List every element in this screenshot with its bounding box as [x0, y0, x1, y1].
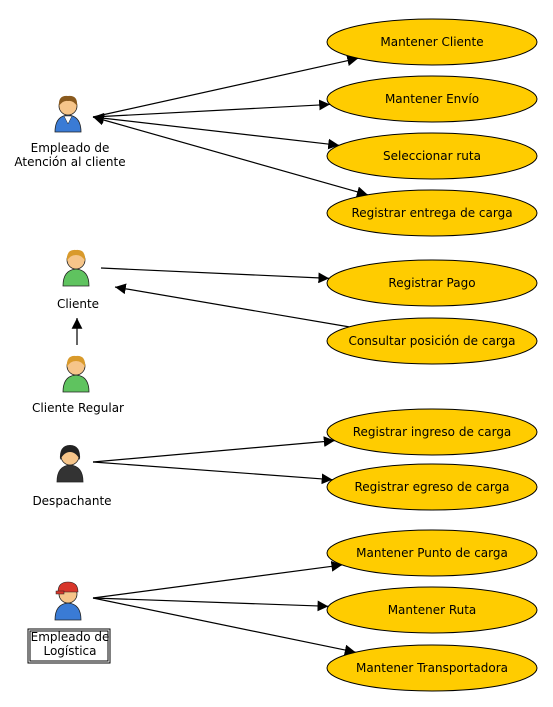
- association-empleado-atencion-uc2: [92, 99, 330, 118]
- association-uc6-cliente: [114, 283, 350, 328]
- use-case-mantener-punto-de-carga: Mantener Punto de carga: [326, 529, 538, 577]
- use-case-label: Registrar ingreso de carga: [353, 425, 512, 439]
- use-case-label: Mantener Punto de carga: [356, 546, 508, 560]
- use-case-label: Registrar egreso de carga: [354, 480, 509, 494]
- actor-label: Cliente: [57, 297, 99, 311]
- use-case-ellipse: [326, 75, 538, 123]
- actor-label: Cliente Regular: [32, 401, 124, 415]
- actor-despachante: Despachante: [32, 445, 112, 508]
- actor-label-box: [27, 628, 111, 664]
- person-redcap-icon: [54, 581, 82, 621]
- use-case-mantener-envio: Mantener Envío: [326, 75, 538, 123]
- actor-label: Empleado de: [31, 141, 110, 155]
- use-case-ellipse: [326, 586, 538, 634]
- use-case-ellipse: [326, 132, 538, 180]
- use-case-label: Mantener Transportadora: [356, 661, 508, 675]
- person-dark-icon: [56, 445, 84, 483]
- use-case-label: Mantener Cliente: [380, 35, 483, 49]
- association-despachante-uc8: [92, 461, 333, 485]
- actor-label: Empleado de: [31, 630, 110, 644]
- person-blue-icon: [54, 95, 82, 133]
- association-empleado-atencion-uc4: [92, 114, 368, 198]
- use-case-ellipse: [326, 644, 538, 692]
- use-case-mantener-ruta: Mantener Ruta: [326, 586, 538, 634]
- use-case-mantener-transportadora: Mantener Transportadora: [326, 644, 538, 692]
- use-case-ellipse: [326, 529, 538, 577]
- use-case-mantener-cliente: Mantener Cliente: [326, 18, 538, 66]
- actor-label: Despachante: [32, 494, 111, 508]
- use-case-ellipse: [326, 18, 538, 66]
- use-case-label: Seleccionar ruta: [383, 149, 481, 163]
- person-green-icon: [62, 355, 90, 393]
- use-case-registrar-ingreso-de-carga: Registrar ingreso de carga: [326, 408, 538, 456]
- actor-label: Logística: [43, 644, 96, 658]
- association-empleado-logistica-uc9: [92, 560, 343, 599]
- use-case-label: Mantener Envío: [385, 92, 479, 106]
- association-cliente-uc5: [100, 267, 330, 284]
- use-case-registrar-entrega-de-carga: Registrar entrega de carga: [326, 189, 538, 237]
- use-case-consultar-posicion-de-carga: Consultar posición de carga: [326, 317, 538, 365]
- use-case-label: Registrar entrega de carga: [351, 206, 512, 220]
- association-empleado-atencion-uc1: [92, 55, 359, 118]
- actor-cliente: Cliente: [57, 249, 99, 311]
- use-case-ellipse: [326, 408, 538, 456]
- actor-label-box-inner: [29, 630, 109, 662]
- association-empleado-logistica-uc10: [92, 597, 329, 612]
- associations-layer: [71, 55, 368, 656]
- use-case-ellipse: [326, 259, 538, 307]
- use-case-label: Mantener Ruta: [388, 603, 477, 617]
- association-despachante-uc7: [92, 436, 335, 463]
- association-empleado-atencion-uc3: [92, 112, 340, 150]
- use-case-ellipse: [326, 189, 538, 237]
- use-case-registrar-egreso-de-carga: Registrar egreso de carga: [326, 463, 538, 511]
- use-case-label: Registrar Pago: [388, 276, 475, 290]
- use-case-ellipse: [326, 463, 538, 511]
- association-empleado-logistica-uc11: [92, 597, 356, 656]
- use-case-ellipse: [326, 317, 538, 365]
- person-green-icon: [62, 249, 90, 287]
- actor-label: Atención al cliente: [14, 155, 125, 169]
- use-case-seleccionar-ruta: Seleccionar ruta: [326, 132, 538, 180]
- use-case-registrar-pago: Registrar Pago: [326, 259, 538, 307]
- use-case-label: Consultar posición de carga: [348, 334, 515, 348]
- actor-cliente-regular: Cliente Regular: [32, 355, 124, 415]
